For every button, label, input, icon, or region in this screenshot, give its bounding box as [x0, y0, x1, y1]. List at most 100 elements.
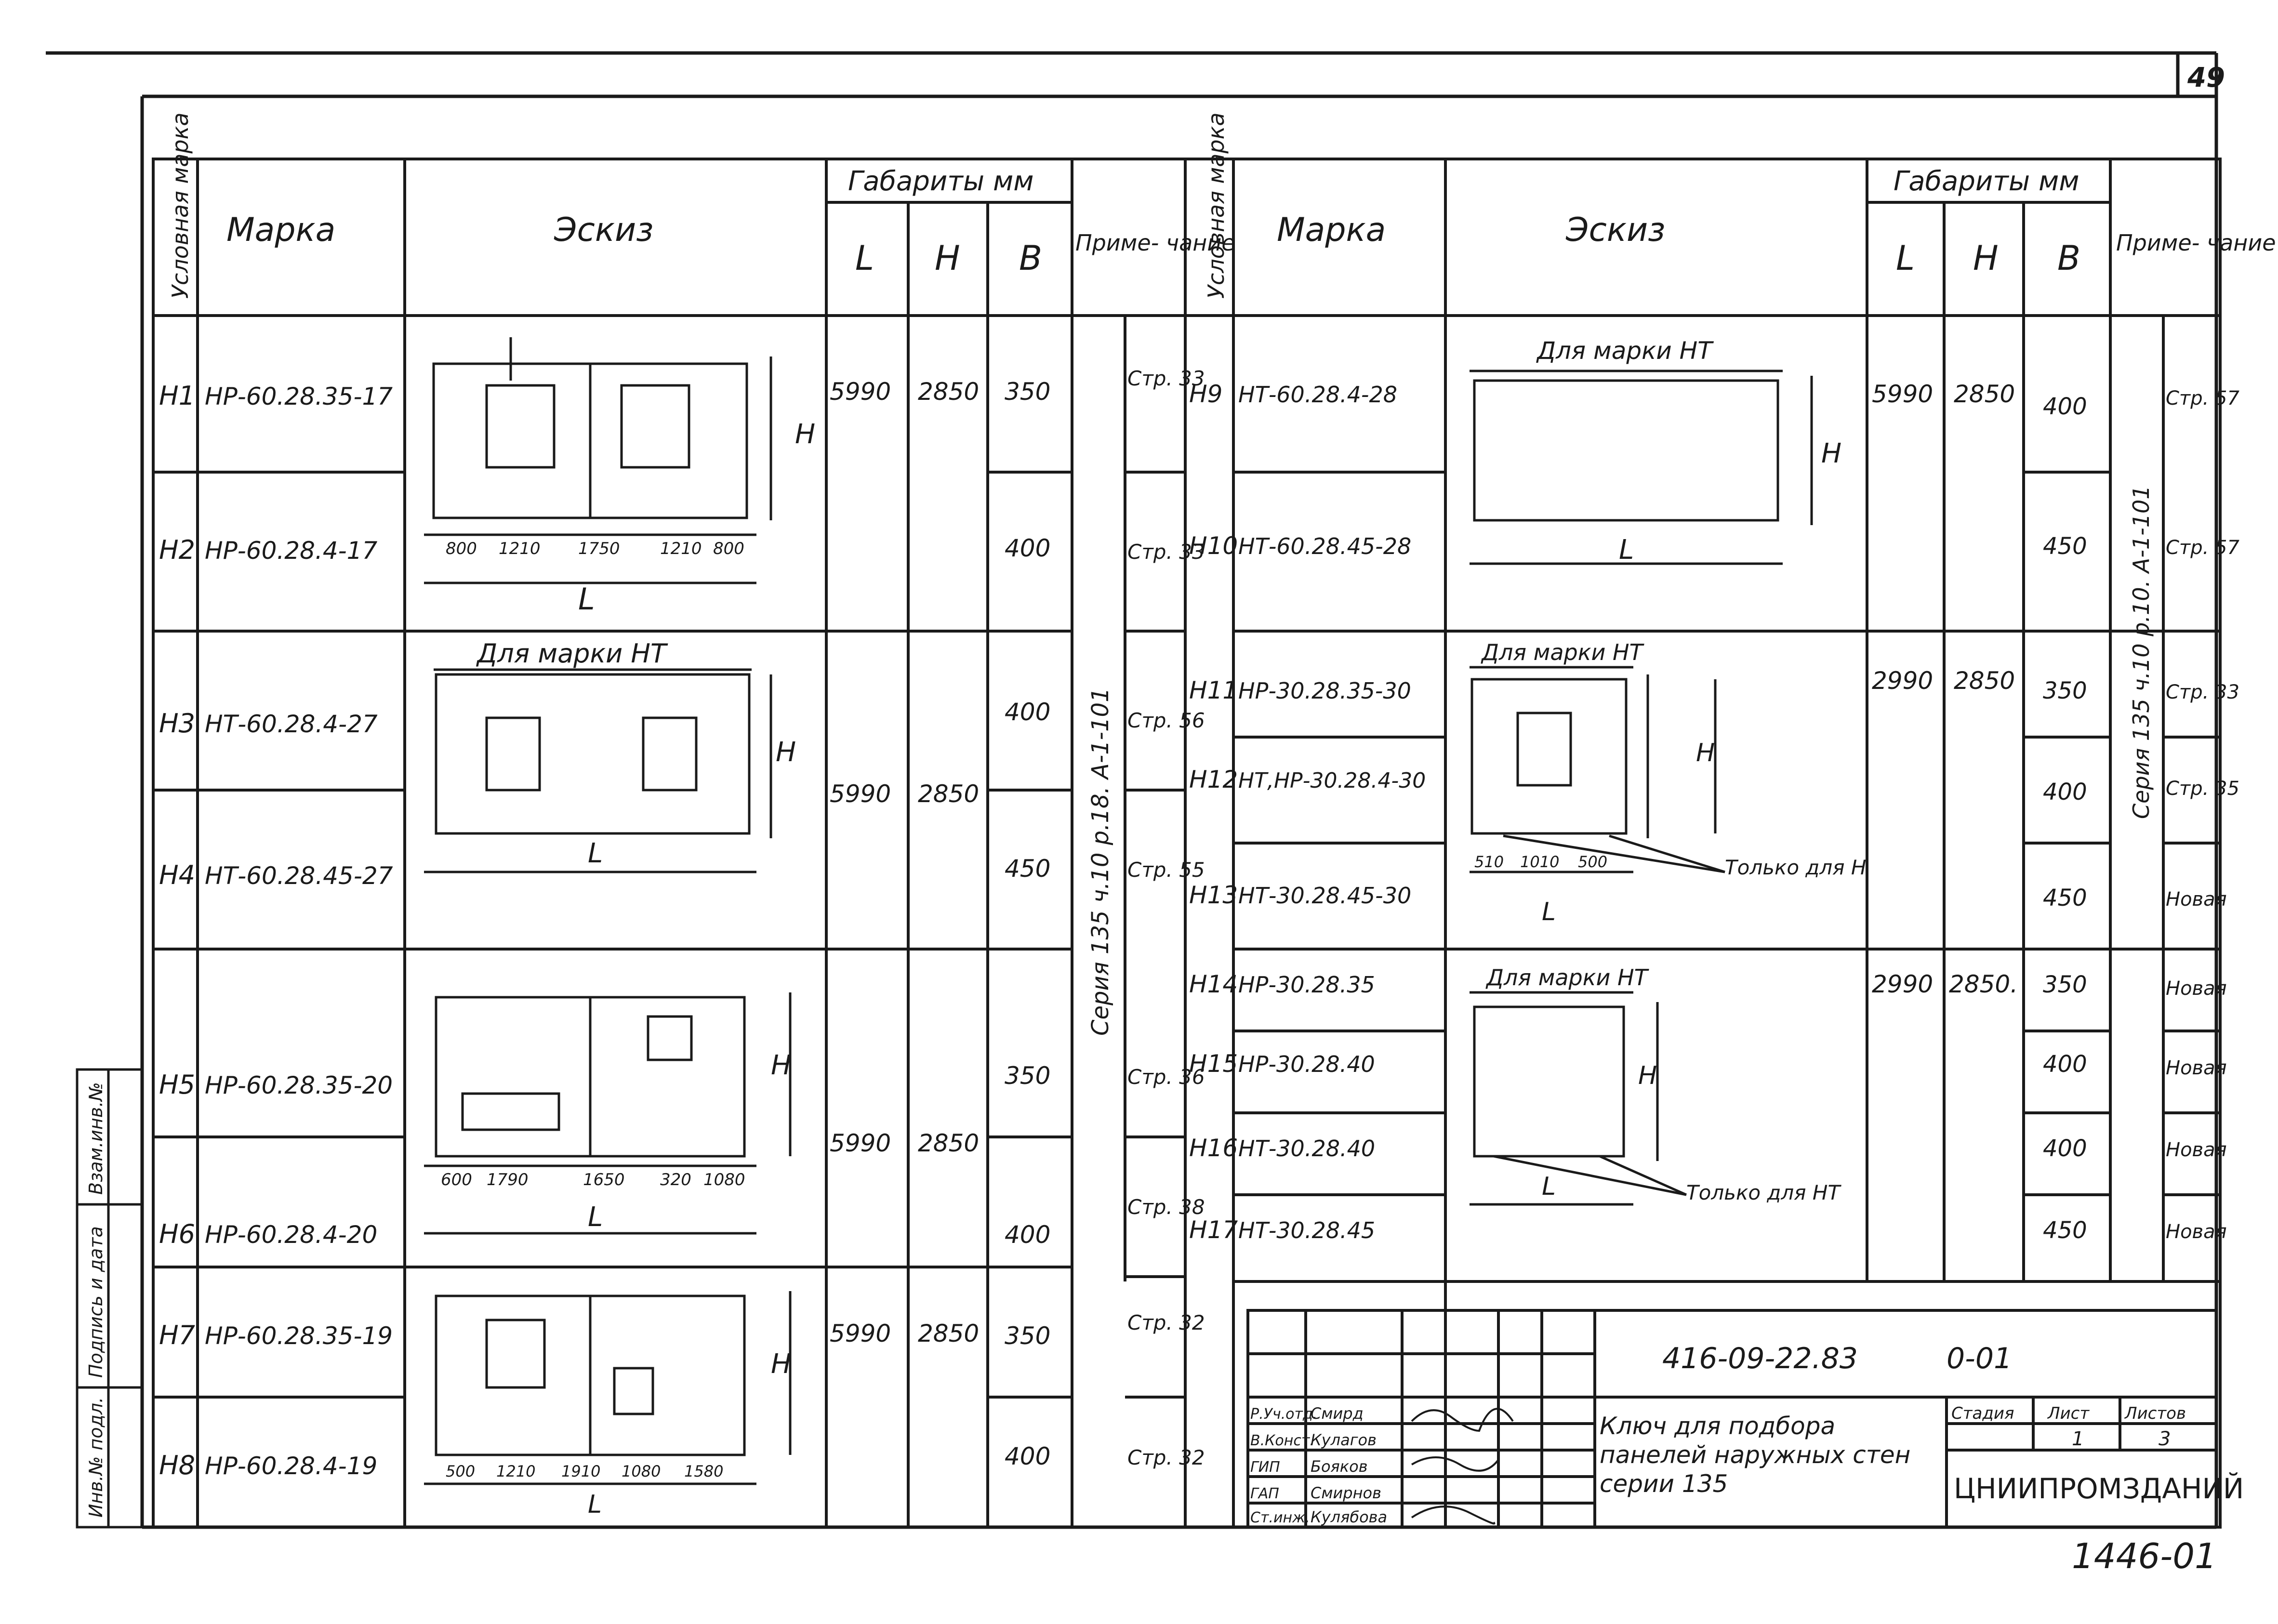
- sketch-panel-h9: [1470, 370, 1813, 565]
- row-code: Н1: [159, 381, 195, 411]
- sketch-labels-h9: Для марки НТ L H: [1536, 337, 1841, 566]
- row-code: Н11: [1189, 676, 1238, 704]
- left-dims: 5990 2850 5990 2850 5990 2850 5990 2850: [830, 378, 979, 1347]
- dim-label: 1790: [487, 1170, 529, 1189]
- row-b: 400: [1005, 698, 1050, 726]
- role: В.Конст.: [1250, 1432, 1314, 1449]
- dim-label: L: [588, 838, 603, 869]
- series-note: Серия 135 ч.10 р.18. А-1-101: [1087, 687, 1114, 1036]
- dim-label: 1580: [684, 1462, 723, 1480]
- sheet-value: 1: [2072, 1428, 2084, 1450]
- doc-code: 416-09-22.83: [1662, 1342, 1858, 1375]
- left-notes: Стр. 33 Стр. 33 Стр. 56 Стр. 55 Стр. 36 …: [1087, 367, 1205, 1469]
- row-b: 400: [2043, 1135, 2087, 1162]
- sketch-panel-h3: [424, 668, 772, 873]
- row-b: 400: [2043, 393, 2087, 420]
- right-rows: Н9 НТ-60.28.4-28 400 Н10 НТ-60.28.45-28 …: [1189, 380, 2087, 1244]
- dim-label: 500: [446, 1462, 475, 1480]
- row-mark: НТ-60.28.4-27: [205, 710, 378, 738]
- note: Новая: [2166, 1139, 2227, 1161]
- role: Р.Уч.отд.: [1250, 1406, 1317, 1423]
- dim-l: 5990: [830, 780, 891, 808]
- series-note: Серия 135 ч.10 р.10. А-1-101: [2128, 485, 2154, 819]
- row-b: 350: [1005, 378, 1050, 406]
- dim-label: H: [1821, 438, 1841, 469]
- note: Стр. 57: [2166, 537, 2240, 559]
- sketch-panel-h11: [1470, 666, 1725, 873]
- header-l: L: [855, 238, 874, 278]
- row-code: Н9: [1189, 380, 1222, 408]
- row-b: 400: [1005, 1221, 1050, 1249]
- only-nt-label: Только для НТ: [1686, 1181, 1841, 1204]
- header-dims: Габариты мм: [848, 166, 1033, 197]
- row-code: Н17: [1189, 1216, 1238, 1244]
- header-note: Приме- чание: [1075, 230, 1235, 256]
- note: Стр. 38: [1127, 1195, 1205, 1219]
- dim-label: 1750: [578, 539, 620, 558]
- header-sketch: Эскиз: [554, 211, 653, 249]
- sheet-code: 0-01: [1947, 1342, 2012, 1375]
- row-b: 400: [1005, 534, 1050, 562]
- side-stamp: Инв.№ подл. Подпись и дата Взам.инв.№: [76, 1068, 144, 1529]
- dim-label: L: [1542, 898, 1556, 926]
- note: Новая: [2166, 1057, 2227, 1079]
- for-nt-label: Для марки НТ: [1481, 639, 1645, 665]
- dim-label: L: [1542, 1172, 1556, 1201]
- row-code: Н2: [159, 535, 195, 565]
- dim-l: 5990: [830, 1129, 891, 1157]
- sketch-dims-h1: 800 1210 1750 1210 800 L H: [446, 419, 815, 617]
- sketch-labels-h11: Для марки НТ 510 1010 500 L H Только для…: [1474, 639, 1866, 926]
- archive-number: 1446-01: [2072, 1536, 2217, 1576]
- note: Стр. 55: [1127, 858, 1205, 882]
- note: Стр. 35: [2166, 778, 2239, 800]
- sheets-label: Листов: [2124, 1404, 2186, 1423]
- row-b: 350: [1005, 1322, 1050, 1350]
- note: Стр. 33: [1127, 540, 1205, 564]
- row-mark: НР-30.28.35: [1238, 972, 1375, 998]
- dim-label: 1910: [561, 1462, 600, 1480]
- header-code: Условная марка: [1203, 112, 1229, 299]
- dim-h: 2850: [918, 780, 979, 808]
- dim-label: 1210: [499, 539, 541, 558]
- stage-label: Стадия: [1951, 1404, 2014, 1423]
- table-grid: [152, 158, 2222, 1529]
- row-b: 450: [2043, 885, 2087, 911]
- person: Бояков: [1311, 1457, 1368, 1476]
- dim-label: H: [795, 419, 815, 450]
- header-h: H: [935, 238, 960, 278]
- role: ГАП: [1250, 1485, 1279, 1502]
- header-note: Приме- чание: [2116, 230, 2276, 256]
- dim-label: 1080: [622, 1462, 661, 1480]
- row-code: Н12: [1189, 766, 1238, 793]
- dim-l: 2990: [1872, 970, 1933, 998]
- sketch-panel-h5: [424, 992, 792, 1235]
- header-mark: Марка: [226, 211, 335, 249]
- row-b: 350: [2043, 677, 2087, 704]
- stamp-sign: Подпись и дата: [85, 1226, 106, 1378]
- sketch-labels-h14: Для марки НТ L H Только для НТ: [1485, 964, 1841, 1204]
- dim-h: 2850: [918, 1320, 979, 1347]
- dim-label: H: [771, 1050, 791, 1081]
- header-b: B: [2057, 238, 2080, 278]
- dim-label: L: [588, 1490, 602, 1519]
- stamp-replace: Взам.инв.№: [85, 1082, 106, 1195]
- person: Смирнов: [1311, 1484, 1381, 1502]
- note: Стр. 56: [1127, 709, 1205, 732]
- note: Стр. 36: [1127, 1065, 1205, 1089]
- for-nt-label: Для марки НТ: [1536, 337, 1714, 365]
- row-mark: НР-60.28.35-17: [205, 383, 393, 410]
- dim-label: 1080: [703, 1170, 745, 1189]
- dim-label: 800: [713, 539, 744, 558]
- drawing-title: Ключ для подбора панелей наружных стен с…: [1600, 1412, 1911, 1498]
- dim-label: 320: [660, 1170, 691, 1189]
- dim-label: L: [588, 1201, 603, 1233]
- dim-label: 1210: [660, 539, 702, 558]
- row-b: 350: [2043, 971, 2087, 998]
- row-code: Н14: [1189, 970, 1238, 998]
- row-b: 450: [2043, 533, 2087, 560]
- row-mark: НТ-60.28.45-27: [205, 862, 393, 890]
- dim-l: 5990: [830, 1320, 891, 1347]
- note: Стр. 32: [1127, 1446, 1205, 1469]
- dim-label: 500: [1578, 853, 1607, 871]
- note: Стр. 32: [1127, 1311, 1205, 1334]
